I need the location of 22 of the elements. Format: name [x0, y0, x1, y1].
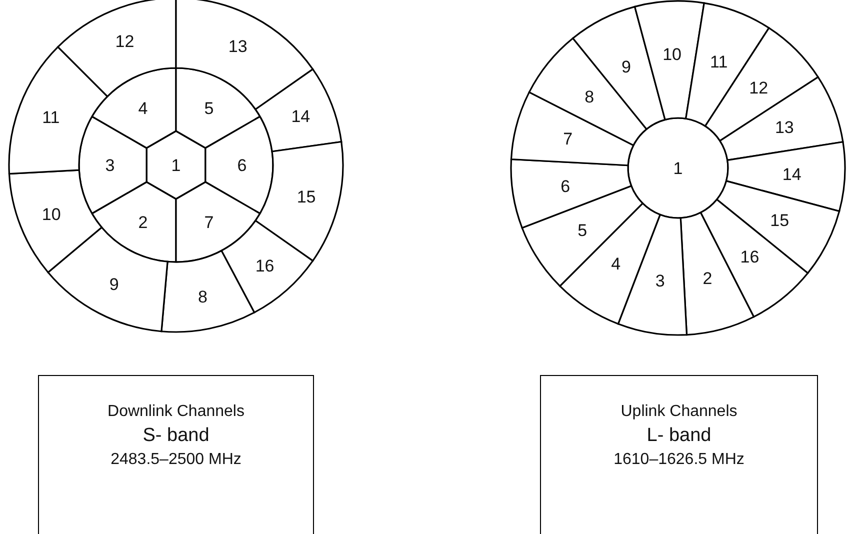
beam-cell: 2: [91, 181, 177, 263]
beam-cell: 3: [78, 116, 148, 214]
beam-cell: 5: [175, 67, 261, 149]
beam-cell: 10: [634, 0, 705, 120]
beam-cell: 1: [627, 117, 729, 219]
beam-cell: 10: [8, 169, 102, 274]
beam-cell: 16: [220, 220, 314, 314]
caption-box: [38, 375, 314, 534]
beam-cell: 14: [254, 68, 342, 152]
channel-title: Uplink Channels: [620, 402, 738, 422]
beam-cell: 14: [726, 141, 846, 212]
caption-box: [540, 375, 818, 534]
beam-cell: 4: [91, 67, 177, 149]
band-name: L- band: [646, 424, 712, 448]
beam-cell: 6: [204, 116, 274, 214]
channel-title: Downlink Channels: [108, 402, 244, 422]
frequency-range: 2483.5–2500 MHz: [110, 450, 242, 470]
band-name: S- band: [142, 424, 210, 448]
beam-cell: 9: [47, 226, 168, 332]
frequency-range: 1610–1626.5 MHz: [614, 450, 744, 470]
beam-cell: 12: [57, 0, 177, 98]
beam-cell: 8: [160, 250, 256, 333]
